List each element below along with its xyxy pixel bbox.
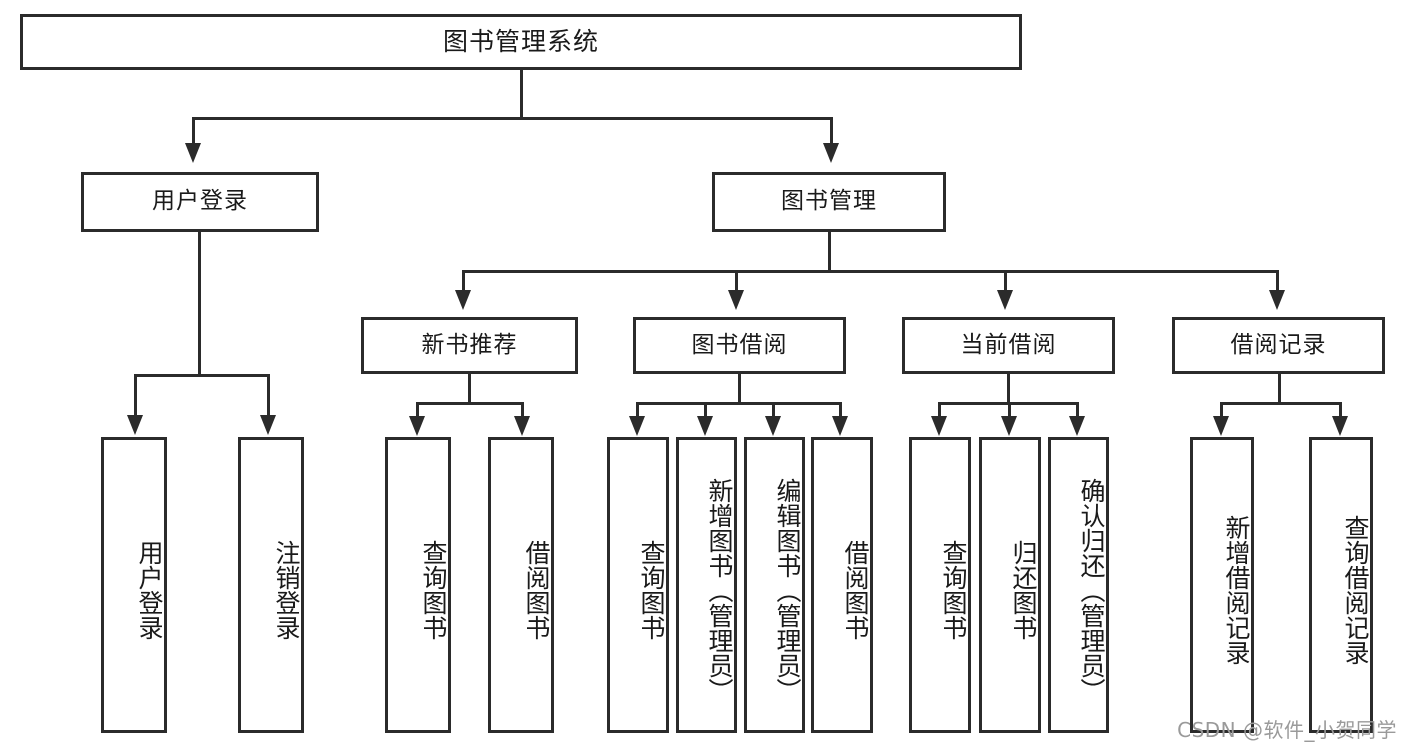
leaf-newbook-borrow-book[interactable]: 借阅图书 [488, 437, 554, 733]
node-label: 当前借阅 [960, 331, 1057, 358]
node-label: 用户登录 [152, 188, 248, 215]
connector-bookborrow-bus [636, 402, 842, 405]
leaf-borrowrecord-add-record[interactable]: 新增借阅记录 [1190, 437, 1254, 733]
arrowhead-userlogin [185, 143, 201, 163]
node-label: 查询图书 [419, 540, 448, 640]
connector-bookborrow-l1 [636, 402, 639, 418]
node-user-login[interactable]: 用户登录 [81, 172, 319, 232]
connector-currentborrow-stem [1007, 374, 1010, 402]
connector-root-bus [192, 117, 833, 120]
node-label: 确认归还（管理员） [1077, 477, 1106, 703]
leaf-bookborrow-edit-book[interactable]: 编辑图书（管理员） [744, 437, 805, 733]
connector-root-to-userlogin [192, 117, 195, 145]
connector-root-stem [520, 70, 523, 117]
connector-newbook-stem [468, 374, 471, 402]
node-label: 借阅记录 [1230, 331, 1327, 358]
connector-newbook-l2 [521, 402, 524, 418]
connector-currentborrow-l1 [938, 402, 941, 418]
node-label: 归还图书 [1009, 540, 1038, 640]
arrowhead-book-borrow [728, 290, 744, 310]
arrowhead-borrowrecord-leaf1 [1213, 416, 1229, 436]
connector-currentborrow-l3 [1076, 402, 1079, 418]
node-label: 借阅图书 [841, 540, 870, 640]
node-label: 编辑图书（管理员） [773, 477, 802, 703]
leaf-bookborrow-query-book[interactable]: 查询图书 [607, 437, 669, 733]
node-borrow-record[interactable]: 借阅记录 [1172, 317, 1385, 374]
connector-newbook-bus [416, 402, 524, 405]
node-new-book-recommend[interactable]: 新书推荐 [361, 317, 578, 374]
connector-bookborrow-l4 [839, 402, 842, 418]
node-book-management[interactable]: 图书管理 [712, 172, 946, 232]
arrowhead-currentborrow-leaf3 [1069, 416, 1085, 436]
connector-borrowrecord-bus [1220, 402, 1342, 405]
connector-bookmgmt-c2 [735, 270, 738, 292]
node-label: 查询图书 [637, 540, 666, 640]
arrowhead-bookborrow-leaf4 [832, 416, 848, 436]
arrowhead-currentborrow-leaf2 [1001, 416, 1017, 436]
connector-userlogin-left [134, 374, 137, 417]
connector-borrowrecord-l2 [1339, 402, 1342, 418]
connector-bookborrow-stem [738, 374, 741, 402]
node-label: 新书推荐 [421, 331, 518, 358]
connector-root-to-bookmgmt [830, 117, 833, 145]
csdn-watermark: CSDN @软件_小贺同学 [1177, 718, 1397, 742]
leaf-newbook-query-book[interactable]: 查询图书 [385, 437, 451, 733]
arrowhead-leaf-user-login [127, 415, 143, 435]
connector-userlogin-stem [198, 232, 201, 374]
arrowhead-borrowrecord-leaf2 [1332, 416, 1348, 436]
leaf-bookborrow-add-book[interactable]: 新增图书（管理员） [676, 437, 737, 733]
connector-bookmgmt-c3 [1004, 270, 1007, 292]
node-label: 新增图书（管理员） [705, 477, 734, 703]
node-label: 查询图书 [939, 540, 968, 640]
node-label: 新增借阅记录 [1222, 515, 1251, 665]
connector-borrowrecord-l1 [1220, 402, 1223, 418]
connector-userlogin-bus [134, 374, 270, 377]
node-label: 图书管理 [781, 188, 877, 215]
arrowhead-borrow-record [1269, 290, 1285, 310]
arrowhead-bookborrow-leaf3 [765, 416, 781, 436]
node-label: 借阅图书 [522, 540, 551, 640]
leaf-currentborrow-confirm-return[interactable]: 确认归还（管理员） [1048, 437, 1109, 733]
arrowhead-newbook-leaf1 [409, 416, 425, 436]
node-label: 图书借阅 [691, 331, 788, 358]
arrowhead-bookmgmt [823, 143, 839, 163]
connector-bookmgmt-stem [828, 232, 831, 270]
leaf-bookborrow-borrow-book[interactable]: 借阅图书 [811, 437, 873, 733]
connector-bookborrow-l3 [772, 402, 775, 418]
leaf-borrowrecord-query-record[interactable]: 查询借阅记录 [1309, 437, 1373, 733]
connector-currentborrow-l2 [1008, 402, 1011, 418]
node-book-borrow[interactable]: 图书借阅 [633, 317, 846, 374]
node-label: 查询借阅记录 [1341, 515, 1370, 665]
connector-newbook-l1 [416, 402, 419, 418]
connector-bookborrow-l2 [704, 402, 707, 418]
connector-borrowrecord-stem [1278, 374, 1281, 402]
arrowhead-bookborrow-leaf2 [697, 416, 713, 436]
leaf-user-login[interactable]: 用户登录 [101, 437, 167, 733]
arrowhead-newbook-leaf2 [514, 416, 530, 436]
connector-bookmgmt-c4 [1276, 270, 1279, 292]
node-root-system[interactable]: 图书管理系统 [20, 14, 1022, 70]
arrowhead-new-book-recommend [455, 290, 471, 310]
node-current-borrow[interactable]: 当前借阅 [902, 317, 1115, 374]
arrowhead-leaf-logout [260, 415, 276, 435]
leaf-logout[interactable]: 注销登录 [238, 437, 304, 733]
leaf-currentborrow-return-book[interactable]: 归还图书 [979, 437, 1041, 733]
node-label: 注销登录 [272, 540, 301, 640]
arrowhead-current-borrow [997, 290, 1013, 310]
connector-userlogin-right [267, 374, 270, 417]
connector-bookmgmt-c1 [462, 270, 465, 292]
arrowhead-currentborrow-leaf1 [931, 416, 947, 436]
leaf-currentborrow-query-book[interactable]: 查询图书 [909, 437, 971, 733]
node-label: 图书管理系统 [442, 27, 599, 56]
arrowhead-bookborrow-leaf1 [629, 416, 645, 436]
node-label: 用户登录 [135, 540, 164, 640]
connector-bookmgmt-bus [462, 270, 1279, 273]
